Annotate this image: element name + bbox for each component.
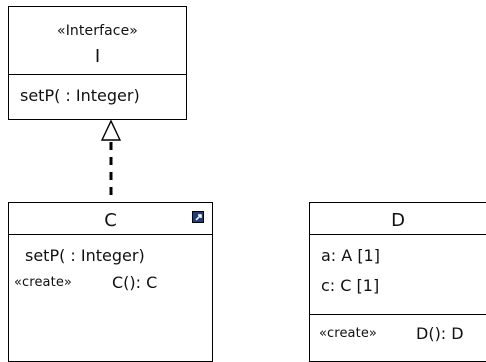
class-d-header-separator (310, 234, 486, 235)
shortcut-arrow-icon (192, 211, 204, 223)
class-d-attribute-a: a: A [1] (321, 246, 380, 265)
class-c-separator (9, 234, 212, 235)
interface-i-separator (9, 74, 186, 75)
class-d-box[interactable]: D a: A [1] c: C [1] «create» D(): D (309, 202, 486, 362)
interface-i-operation: setP( : Integer) (20, 86, 140, 105)
class-c-box[interactable]: C setP( : Integer) «create» C(): C (8, 202, 213, 362)
class-d-operation-separator (310, 314, 486, 315)
interface-i-box[interactable]: «Interface» I setP( : Integer) (8, 6, 187, 120)
shortcut-arrow-icon-glyph (195, 214, 202, 221)
class-d-create-operation: D(): D (416, 324, 464, 343)
interface-i-name: I (94, 46, 101, 67)
class-d-name: D (391, 210, 405, 231)
class-d-attribute-c: c: C [1] (321, 276, 380, 295)
realization-connector (100, 119, 122, 202)
class-c-create-stereotype: «create» (14, 275, 72, 290)
class-c-operation-setp: setP( : Integer) (25, 246, 145, 265)
class-c-create-operation: C(): C (112, 273, 158, 292)
class-d-create-stereotype: «create» (319, 326, 377, 341)
class-c-name: C (104, 210, 117, 231)
realization-arrowhead (100, 119, 122, 141)
interface-i-stereotype: «Interface» (57, 23, 138, 39)
